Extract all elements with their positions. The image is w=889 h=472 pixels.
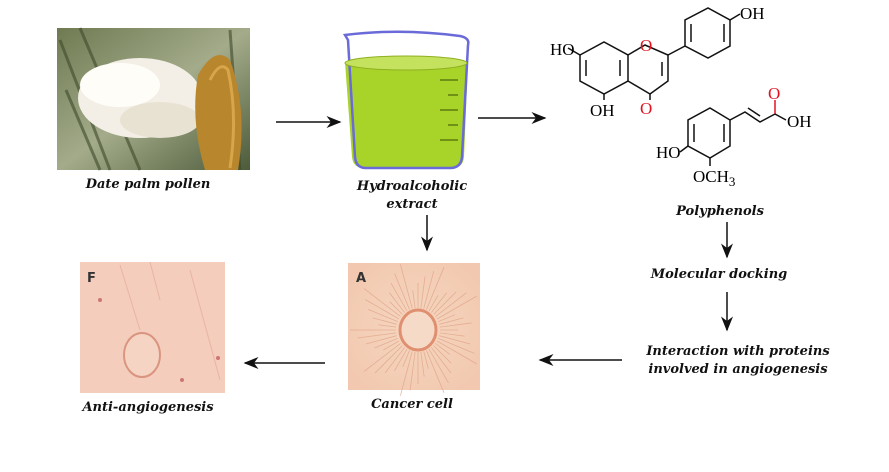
label-cancer-cell: Cancer cell	[371, 397, 453, 412]
cell-sprout	[435, 343, 450, 355]
cell-sprout	[400, 351, 413, 396]
flavone-structure	[567, 7, 741, 100]
cell-sprout	[436, 295, 478, 320]
cell-sprout	[420, 276, 426, 309]
label-extract-line2: extract	[386, 197, 438, 212]
cell-sprout	[428, 348, 449, 384]
cell-sprout	[426, 267, 445, 310]
panel-letter-a: A	[356, 271, 366, 286]
chem-oh-1: OH	[590, 101, 615, 120]
label-extract-line1: Hydroalcoholic	[356, 179, 468, 194]
beaker-extract-icon	[342, 30, 470, 170]
cell-sprout	[389, 301, 403, 315]
date-palm-pollen-photo	[57, 27, 250, 171]
cell-sprout	[439, 322, 472, 328]
cell-sprout	[363, 288, 401, 317]
cell-sprout	[435, 292, 467, 317]
chem-oh-2: OH	[740, 4, 765, 23]
cell-sprout	[367, 308, 398, 322]
cell-sprout	[431, 347, 452, 374]
cell-sprout	[436, 340, 478, 365]
cell-sprout	[374, 345, 403, 374]
label-interaction-line1: Interaction with proteins	[646, 344, 830, 359]
cell-sprout	[378, 324, 397, 328]
chem-ho-2: HO	[656, 143, 681, 162]
cell-sprout	[420, 351, 425, 377]
chem-oh-3: OH	[787, 112, 812, 131]
label-interaction-line2: involved in angiogenesis	[648, 362, 828, 377]
chem-ring-o: O	[640, 36, 652, 55]
cell-sprout	[363, 343, 401, 372]
chem-och3: OCH3	[693, 167, 735, 189]
cell-sprout	[365, 335, 397, 345]
cell-sprout	[394, 273, 410, 310]
cell-sprout	[409, 351, 416, 391]
cell-sprout	[402, 350, 410, 368]
cancer-cell-image: A	[348, 263, 480, 396]
cell-sprout	[423, 270, 435, 309]
cell-sprout	[390, 283, 408, 312]
label-anti-angiogenesis: Anti-angiogenesis	[82, 400, 214, 415]
cell-sprout	[412, 290, 416, 309]
label-molecular-docking: Molecular docking	[650, 267, 788, 282]
cell-sprout	[384, 347, 405, 374]
cell-sprout	[428, 295, 439, 312]
panel-letter-f: F	[87, 271, 96, 286]
cell-sprout	[438, 314, 456, 322]
cell-sprout	[439, 335, 471, 345]
chem-ho-1: HO	[550, 40, 575, 59]
cell-sprout	[372, 317, 397, 325]
cell-sprout	[439, 332, 465, 337]
cell-sprout	[389, 292, 405, 313]
cell-sprout	[438, 338, 475, 354]
cell-sprout	[423, 351, 429, 369]
cell-sprout	[383, 340, 400, 351]
cell-sprout	[400, 264, 413, 309]
cell-sprout	[394, 348, 408, 371]
cell-sprout	[431, 292, 447, 313]
anti-angiogenesis-image: F	[80, 261, 225, 393]
cell-sprout	[439, 317, 464, 325]
label-polyphenols: Polyphenols	[676, 204, 764, 219]
cell-sprout	[433, 291, 457, 315]
cell-sprout	[433, 345, 452, 364]
cell-sprout	[374, 338, 398, 349]
chem-ketone-o: O	[640, 99, 652, 118]
cell-sprout	[357, 332, 397, 339]
cell-sprout	[426, 350, 445, 393]
label-date-palm-pollen: Date palm pollen	[85, 177, 211, 192]
chem-acid-o: O	[768, 84, 780, 103]
cell-sprout	[364, 299, 400, 320]
ferulic-acid-structure	[679, 100, 787, 166]
